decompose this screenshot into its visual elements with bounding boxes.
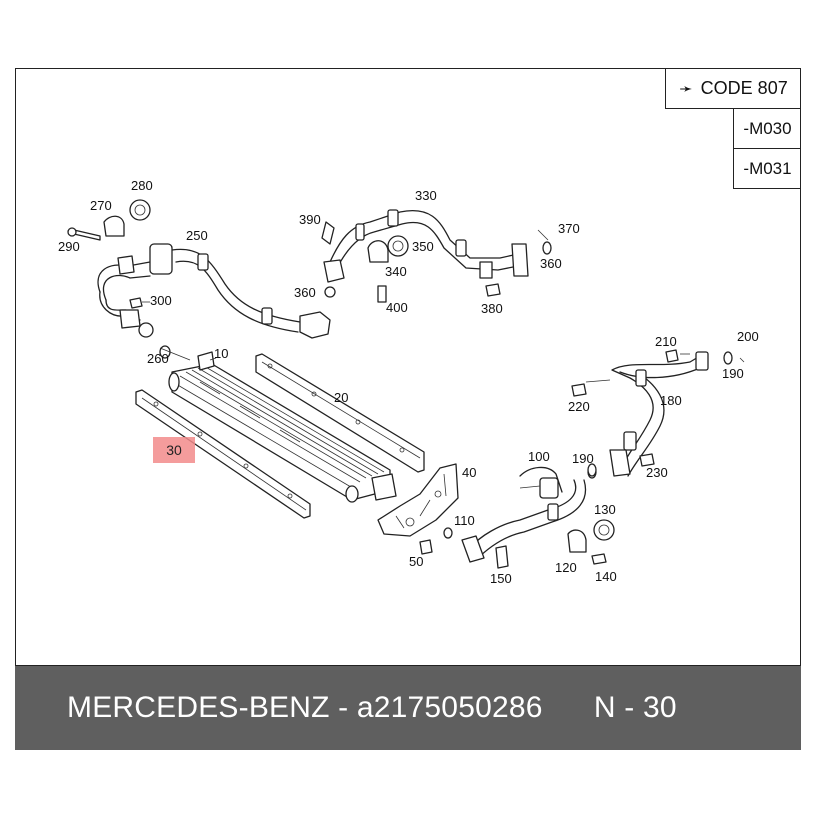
hose-180: [571, 349, 733, 477]
code-label: CODE 807: [700, 78, 788, 98]
callout-labels: 10 20 40 50 100 110 120 130 140 150 180 …: [58, 178, 759, 586]
callout-200: 200: [737, 329, 759, 344]
callout-330: 330: [415, 188, 437, 203]
oil-cooler-10: [168, 351, 397, 503]
callout-130: 130: [594, 502, 616, 517]
footer-title: MERCEDES-BENZ - a2175050286 N - 30: [67, 691, 677, 724]
highlight-marker: [153, 437, 195, 463]
diagram-frame: [15, 68, 801, 666]
leader-lines: [159, 229, 745, 489]
bracket-40: [377, 463, 459, 555]
hose-100: [461, 465, 615, 569]
callout-120: 120: [555, 560, 577, 575]
code-807-box: ➛ CODE 807: [665, 69, 801, 109]
callout-180: 180: [660, 393, 682, 408]
arrow-right-icon: ➛: [679, 80, 693, 98]
callout-300: 300: [150, 293, 172, 308]
callout-140: 140: [595, 569, 617, 584]
callout-150: 150: [490, 571, 512, 586]
callout-370: 370: [558, 221, 580, 236]
callout-110: 110: [454, 513, 475, 528]
clamp-270-280-290: [67, 199, 171, 359]
callout-50: 50: [409, 554, 423, 569]
callout-380: 380: [481, 301, 503, 316]
callout-340: 340: [385, 264, 407, 279]
hose-330: [321, 209, 552, 303]
callout-270: 270: [90, 198, 112, 213]
callout-210: 210: [655, 334, 677, 349]
option-m030: -M030: [733, 109, 801, 149]
callout-390: 390: [299, 212, 321, 227]
callout-230: 230: [646, 465, 668, 480]
callout-220: 220: [568, 399, 590, 414]
callout-260: 260: [147, 351, 169, 366]
callout-360-left: 360: [294, 285, 316, 300]
callout-20: 20: [334, 390, 348, 405]
highlight-label: 30: [166, 442, 182, 458]
callout-10: 10: [214, 346, 228, 361]
bracket-30: [135, 389, 311, 519]
hose-250: [97, 243, 331, 339]
callout-190-lower: 190: [572, 451, 594, 466]
callout-40: 40: [462, 465, 476, 480]
callout-400: 400: [386, 300, 408, 315]
bracket-20: [255, 353, 425, 473]
option-m031: -M031: [733, 149, 801, 189]
callout-350: 350: [412, 239, 434, 254]
callout-250: 250: [186, 228, 208, 243]
callout-280: 280: [131, 178, 153, 193]
footer-bar: MERCEDES-BENZ - a2175050286 N - 30: [15, 666, 801, 750]
callout-360-right: 360: [540, 256, 562, 271]
callout-100: 100: [528, 449, 550, 464]
callout-190-upper: 190: [722, 366, 744, 381]
callout-290: 290: [58, 239, 80, 254]
